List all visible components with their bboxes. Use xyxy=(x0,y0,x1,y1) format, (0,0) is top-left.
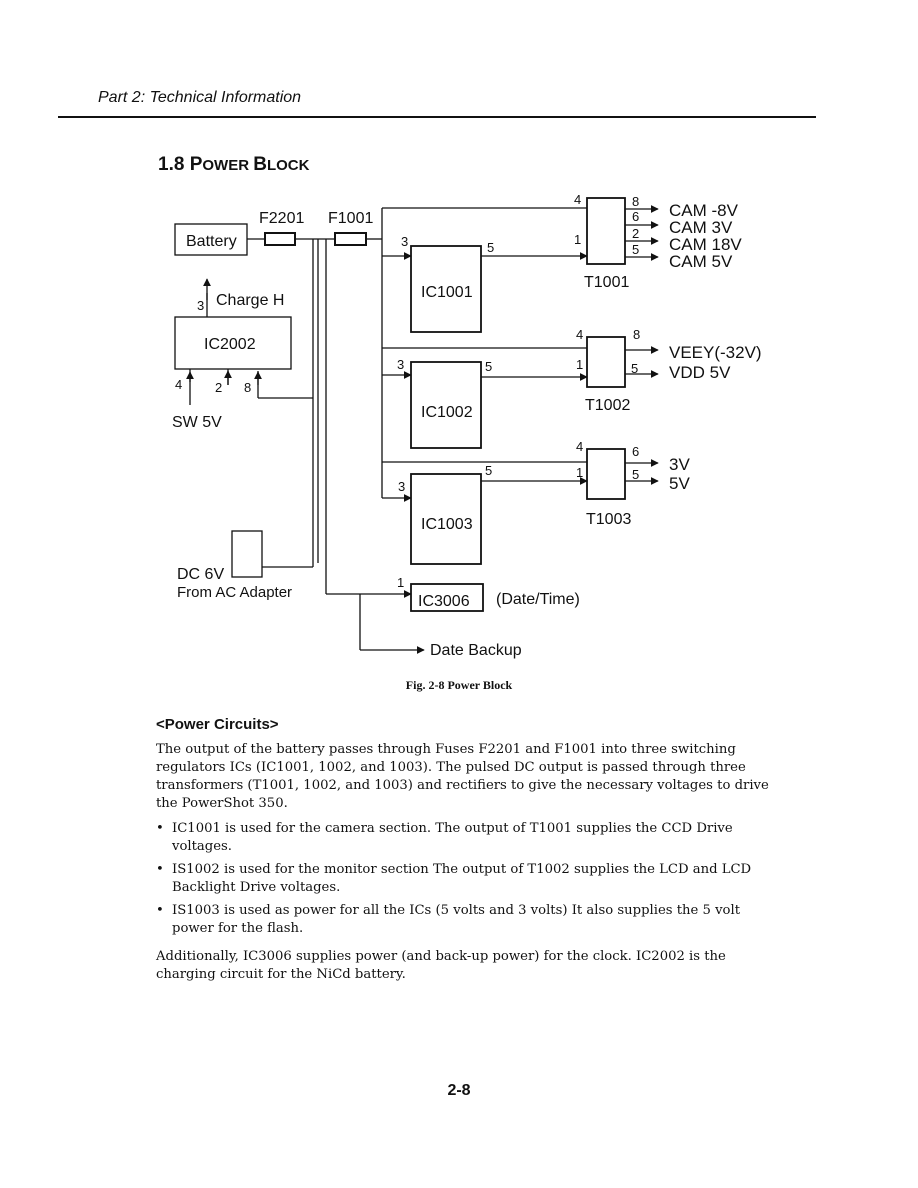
t1003-pin-6: 6 xyxy=(632,444,639,459)
ic1001-box xyxy=(410,245,482,333)
power-circuits-heading: <Power Circuits> xyxy=(156,716,279,733)
section-title-rest-2: LOCK xyxy=(266,157,310,174)
paragraph-additional: Additionally, IC3006 supplies power (and… xyxy=(156,949,726,982)
t1002-box xyxy=(586,336,626,388)
t1002-pin-1: 1 xyxy=(576,357,583,372)
header-rule xyxy=(58,116,816,118)
output-cam-5v: CAM 5V xyxy=(669,252,733,271)
ic1001-pin-out: 5 xyxy=(487,240,494,255)
output-cam-18v: CAM 18V xyxy=(669,235,742,254)
t1002-label: T1002 xyxy=(585,397,630,414)
fuse-f1001-label: F1001 xyxy=(328,210,373,227)
output-cam-3v: CAM 3V xyxy=(669,218,733,237)
sw5v-label: SW 5V xyxy=(172,414,222,431)
dc6v-label: DC 6V xyxy=(177,566,224,583)
ic1001-label: IC1001 xyxy=(421,284,473,301)
from-ac-adapter-label: From AC Adapter xyxy=(177,584,292,601)
fuse-f2201-label: F2201 xyxy=(259,210,304,227)
t1003-box xyxy=(586,448,626,500)
t1003-pin-4: 4 xyxy=(576,439,583,454)
t1003-label: T1003 xyxy=(586,511,631,528)
ic1003-pin-out: 5 xyxy=(485,463,492,478)
bullet-ic1001: IC1001 is used for the camera section. T… xyxy=(156,820,776,856)
charge-h-label: Charge H xyxy=(216,292,284,309)
paragraph-intro: The output of the battery passes through… xyxy=(156,742,769,811)
ic1003-box xyxy=(410,473,482,565)
t1003-pin-1: 1 xyxy=(576,465,583,480)
t1002-pin-4: 4 xyxy=(576,327,583,342)
figure-caption: Fig. 2-8 Power Block xyxy=(405,678,513,692)
ic1002-pin-in: 3 xyxy=(397,357,404,372)
t1003-pin-5: 5 xyxy=(632,467,639,482)
date-backup-label: Date Backup xyxy=(430,642,522,659)
t1001-pin-6: 6 xyxy=(632,209,639,224)
dc-adapter-box xyxy=(231,530,263,578)
section-title-cap-b: B xyxy=(253,154,267,175)
bullet-is1003: IS1003 is used as power for all the ICs … xyxy=(156,902,776,938)
t1001-pin-4: 4 xyxy=(574,192,581,207)
section-title: 1.8 POWER BLOCK xyxy=(158,154,309,176)
power-block-diagram: Battery F2201 F1001 3 Charge H IC2002 4 … xyxy=(172,192,762,659)
ic1002-box xyxy=(410,361,482,449)
t1001-pin-5: 5 xyxy=(632,242,639,257)
output-cam-minus8v: CAM -8V xyxy=(669,201,739,220)
section-number: 1.8 xyxy=(158,154,190,175)
t1001-box xyxy=(586,197,626,265)
ic2002-pin-2: 2 xyxy=(215,380,222,395)
ic3006-pin: 1 xyxy=(397,575,404,590)
bullet-is1002: IS1002 is used for the monitor section T… xyxy=(156,861,776,897)
t1001-pin-8: 8 xyxy=(632,194,639,209)
output-5v: 5V xyxy=(669,474,690,493)
page-number: 2-8 xyxy=(447,1082,471,1099)
ic3006-label: IC3006 xyxy=(418,593,470,610)
t1002-pin-8: 8 xyxy=(633,327,640,342)
output-3v: 3V xyxy=(669,455,690,474)
fuse-f1001 xyxy=(334,232,367,246)
ic1002-pin-out: 5 xyxy=(485,359,492,374)
ic1003-pin-in: 3 xyxy=(398,479,405,494)
ic2002-pin-8: 8 xyxy=(244,380,251,395)
ic1003-label: IC1003 xyxy=(421,516,473,533)
t1001-pin-2: 2 xyxy=(632,226,639,241)
ic1002-label: IC1002 xyxy=(421,404,473,421)
section-title-cap-p: P xyxy=(189,154,203,175)
page-header: Part 2: Technical Information xyxy=(98,89,302,106)
ic2002-pin-4: 4 xyxy=(175,377,182,392)
t1002-pin-5: 5 xyxy=(631,361,638,376)
ic1001-pin-in: 3 xyxy=(401,234,408,249)
fuse-f2201 xyxy=(264,232,296,246)
battery-label: Battery xyxy=(186,233,237,250)
t1001-label: T1001 xyxy=(584,274,629,291)
t1001-pin-1: 1 xyxy=(574,232,581,247)
date-time-label: (Date/Time) xyxy=(496,591,580,608)
bullet-list: IC1001 is used for the camera section. T… xyxy=(156,820,776,943)
section-title-rest-1: OWER xyxy=(202,157,254,174)
output-vdd-5v: VDD 5V xyxy=(669,363,731,382)
ic2002-box xyxy=(174,316,292,370)
charge-pin-label: 3 xyxy=(197,298,204,313)
ic2002-label: IC2002 xyxy=(204,336,256,353)
output-veey: VEEY(-32V) xyxy=(669,343,762,362)
